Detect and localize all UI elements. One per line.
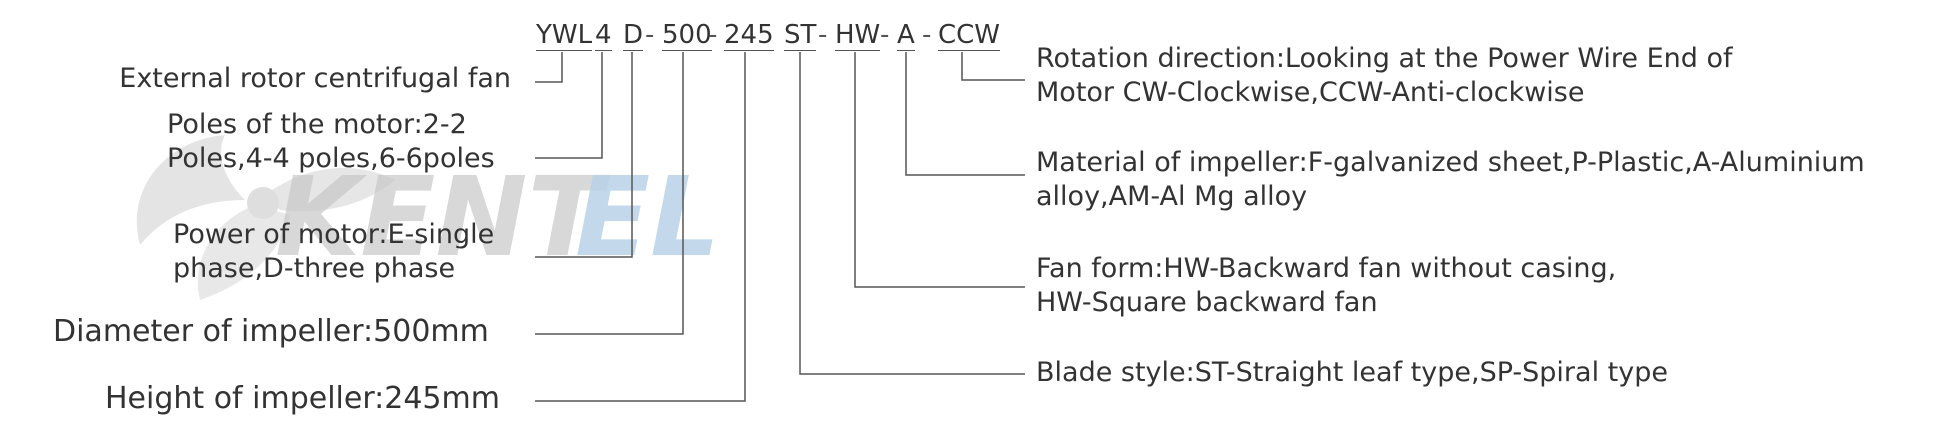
code-separator: - — [922, 20, 932, 50]
connector-power — [535, 52, 633, 258]
code-poles: 4 — [595, 20, 612, 51]
label-rotation-line-2: Motor CW-Clockwise,CCW-Anti-clockwise — [1036, 77, 1585, 108]
label-rotation: Rotation direction:Looking at the Power … — [1036, 42, 1733, 110]
label-form-line-2: HW-Square backward fan — [1036, 287, 1378, 318]
label-series: External rotor centrifugal fan — [119, 62, 511, 96]
connector-series — [535, 52, 563, 83]
label-poles-line-2: Poles,4-4 poles,6-6poles — [167, 143, 495, 174]
label-height: Height of impeller:245mm — [105, 382, 500, 416]
code-form: HW — [835, 20, 881, 51]
connector-height — [535, 52, 746, 402]
code-separator: - — [645, 20, 655, 50]
code-rotation: CCW — [938, 20, 1001, 51]
label-rotation-line-1: Rotation direction:Looking at the Power … — [1036, 43, 1733, 74]
label-form-line-1: Fan form:HW-Backward fan without casing, — [1036, 253, 1617, 284]
label-diameter: Diameter of impeller:500mm — [53, 315, 489, 349]
code-blade: ST — [784, 20, 817, 51]
label-poles-line-1: Poles of the motor:2-2 — [167, 109, 467, 140]
connector-diameter — [535, 52, 684, 335]
label-power-line-1: Power of motor:E-single — [173, 219, 495, 250]
code-separator: - — [708, 20, 718, 50]
label-poles: Poles of the motor:2-2 Poles,4-4 poles,6… — [167, 108, 495, 176]
label-blade-line-1: Blade style:ST-Straight leaf type,SP-Spi… — [1036, 357, 1668, 388]
label-material: Material of impeller:F-galvanized sheet,… — [1036, 146, 1865, 214]
label-form: Fan form:HW-Backward fan without casing,… — [1036, 252, 1616, 320]
label-power-line-2: phase,D-three phase — [173, 253, 456, 284]
code-power: D — [623, 20, 644, 51]
kentel-watermark-logo: KENT EL — [136, 135, 720, 300]
connector-form — [854, 52, 1025, 288]
code-series: YWL — [536, 20, 593, 51]
connector-blade — [799, 52, 1025, 375]
label-series-line-1: External rotor centrifugal fan — [119, 63, 511, 94]
label-height-line-1: Height of impeller:245mm — [105, 381, 500, 416]
code-height: 245 — [724, 20, 774, 51]
watermark-text-blue: EL — [575, 153, 720, 281]
label-blade: Blade style:ST-Straight leaf type,SP-Spi… — [1036, 356, 1668, 390]
code-diameter: 500 — [662, 20, 712, 51]
code-separator: - — [818, 20, 828, 50]
code-separator: - — [880, 20, 890, 50]
label-power: Power of motor:E-single phase,D-three ph… — [173, 218, 494, 286]
label-diameter-line-1: Diameter of impeller:500mm — [53, 314, 489, 349]
connector-rotation — [961, 52, 1025, 81]
label-material-line-2: alloy,AM-Al Mg alloy — [1036, 181, 1308, 212]
connector-poles — [535, 52, 603, 159]
connector-material — [905, 52, 1025, 176]
fan-blade-icon — [136, 135, 395, 300]
label-material-line-1: Material of impeller:F-galvanized sheet,… — [1036, 147, 1865, 178]
watermark-text-gray: KENT — [275, 153, 610, 281]
code-material: A — [897, 20, 915, 51]
